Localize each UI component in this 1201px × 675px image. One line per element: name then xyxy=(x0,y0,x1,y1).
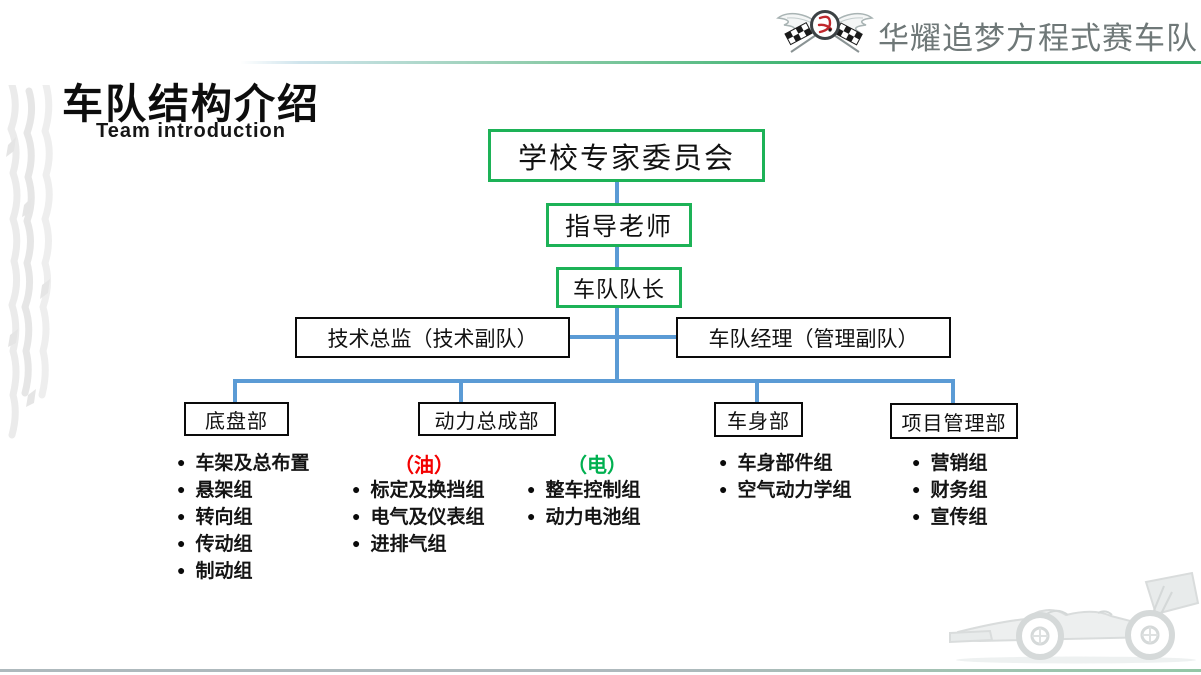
list-item: ● 转向组 xyxy=(177,502,309,529)
list-item-label: 转向组 xyxy=(195,507,253,528)
connector-drop-project xyxy=(951,379,955,404)
list-item: ● 悬架组 xyxy=(177,475,309,502)
bullet-icon: ● xyxy=(719,453,728,470)
bullet-icon: ● xyxy=(527,480,536,497)
bullet-icon: ● xyxy=(177,507,186,524)
org-box-advisor: 指导老师 xyxy=(546,203,692,247)
team-logo-icon xyxy=(776,10,874,53)
header-divider-line xyxy=(0,61,1201,64)
org-box-dept-project: 项目管理部 xyxy=(890,403,1018,439)
connector-captain-departments xyxy=(615,308,619,383)
list-item: ● 空气动力学组 xyxy=(719,475,851,502)
body-group-list: ● 车身部件组 ● 空气动力学组 xyxy=(719,448,851,502)
connector-advisor-captain xyxy=(615,247,619,267)
org-box-expert-committee: 学校专家委员会 xyxy=(488,129,765,182)
bullet-icon: ● xyxy=(352,480,361,497)
bullet-icon: ● xyxy=(912,480,921,497)
connector-department-bus xyxy=(233,379,955,383)
list-item: ● 营销组 xyxy=(912,448,987,475)
bullet-icon: ● xyxy=(352,534,361,551)
bullet-icon: ● xyxy=(177,534,186,551)
list-item-label: 进排气组 xyxy=(370,534,447,555)
org-box-captain: 车队队长 xyxy=(556,267,682,308)
page-title: 车队结构介绍 xyxy=(62,81,320,127)
list-item: ● 财务组 xyxy=(912,475,987,502)
list-item: ● 制动组 xyxy=(177,556,309,583)
bullet-icon: ● xyxy=(177,480,186,497)
list-item: ● 传动组 xyxy=(177,529,309,556)
list-item: ● 电气及仪表组 xyxy=(352,502,484,529)
bullet-icon: ● xyxy=(719,480,728,497)
list-item: ● 整车控制组 xyxy=(527,475,640,502)
bullet-icon: ● xyxy=(527,507,536,524)
org-box-dept-chassis: 底盘部 xyxy=(184,402,289,436)
list-item-label: 空气动力学组 xyxy=(737,480,852,501)
org-box-dept-body: 车身部 xyxy=(714,402,803,437)
list-item: ● 进排气组 xyxy=(352,529,484,556)
list-item-label: 制动组 xyxy=(195,561,253,582)
chassis-group-list: ● 车架及总布置 ● 悬架组 ● 转向组 ● 传动组 ● 制动组 xyxy=(177,448,309,583)
list-item-label: 车身部件组 xyxy=(737,453,833,474)
list-item: ● 标定及换挡组 xyxy=(352,475,484,502)
race-car-sketch xyxy=(949,571,1200,664)
list-item: ● 动力电池组 xyxy=(527,502,640,529)
powertrain-electric-list: ● 整车控制组 ● 动力电池组 xyxy=(527,475,640,529)
list-item-label: 宣传组 xyxy=(930,507,988,528)
bullet-icon: ● xyxy=(177,561,186,578)
list-item-label: 财务组 xyxy=(930,480,988,501)
org-box-tech-director: 技术总监（技术副队） xyxy=(295,317,570,358)
bullet-icon: ● xyxy=(912,453,921,470)
connector-deputies xyxy=(570,335,676,339)
list-item: ● 车架及总布置 xyxy=(177,448,309,475)
left-texture-watermark xyxy=(6,85,53,439)
project-group-list: ● 营销组 ● 财务组 ● 宣传组 xyxy=(912,448,987,529)
footer-divider-line xyxy=(0,669,1201,672)
powertrain-oil-list: ● 标定及换挡组 ● 电气及仪表组 ● 进排气组 xyxy=(352,475,484,556)
org-box-dept-powertrain: 动力总成部 xyxy=(418,402,556,436)
list-item-label: 整车控制组 xyxy=(545,480,641,501)
connector-drop-chassis xyxy=(233,379,237,403)
list-item-label: 传动组 xyxy=(195,534,253,555)
page-subtitle: Team introduction xyxy=(96,120,286,142)
list-item-label: 电气及仪表组 xyxy=(370,507,485,528)
list-item: ● 车身部件组 xyxy=(719,448,851,475)
powertrain-electric-label: （电） xyxy=(567,455,627,477)
powertrain-oil-label: （油） xyxy=(394,455,454,477)
list-item-label: 动力电池组 xyxy=(545,507,641,528)
bullet-icon: ● xyxy=(912,507,921,524)
connector-drop-powertrain xyxy=(459,379,463,403)
list-item-label: 悬架组 xyxy=(195,480,253,501)
org-box-team-manager: 车队经理（管理副队） xyxy=(676,317,951,358)
list-item: ● 宣传组 xyxy=(912,502,987,529)
list-item-label: 营销组 xyxy=(930,453,988,474)
header-team-name: 华耀追梦方程式赛车队 xyxy=(878,21,1198,56)
connector-root-advisor xyxy=(615,182,619,203)
list-item-label: 车架及总布置 xyxy=(195,453,310,474)
bullet-icon: ● xyxy=(352,507,361,524)
list-item-label: 标定及换挡组 xyxy=(370,480,485,501)
connector-drop-body xyxy=(755,379,759,403)
bullet-icon: ● xyxy=(177,453,186,470)
